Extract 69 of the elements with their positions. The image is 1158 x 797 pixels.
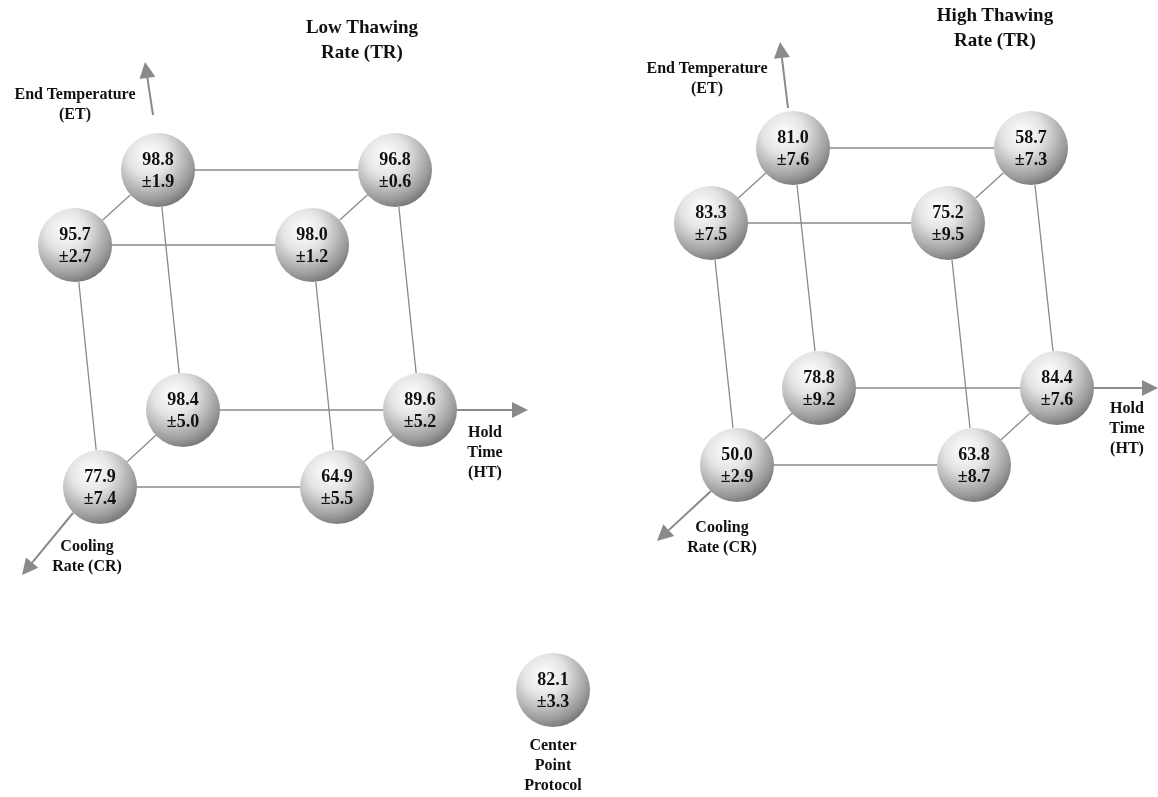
cube-edge-line — [1000, 412, 1031, 441]
deviation-value: ±5.0 — [166, 410, 200, 432]
cube-edge-line — [974, 172, 1005, 199]
axis-label: Cooling Rate (CR) — [686, 517, 758, 557]
mean-value: 98.0 — [296, 223, 328, 245]
deviation-value: ±7.5 — [694, 223, 728, 245]
sphere — [63, 450, 137, 524]
axis-label: Hold Time (HT) — [1108, 398, 1146, 458]
cube-title: Low Thawing Rate (TR) — [304, 15, 420, 64]
deviation-value: ±9.2 — [802, 388, 836, 410]
cube-title: High Thawing Rate (TR) — [935, 3, 1055, 52]
deviation-value: ±8.7 — [957, 465, 991, 487]
mean-value: 75.2 — [932, 201, 964, 223]
deviation-value: ±0.6 — [378, 170, 412, 192]
cube-edge-line — [363, 434, 394, 463]
cube-edge-line — [855, 387, 1021, 389]
deviation-value: ±2.9 — [720, 465, 754, 487]
axis-label: Hold Time (HT) — [466, 422, 504, 482]
cube-edge-line — [219, 409, 384, 411]
cube-edge-line — [796, 184, 816, 352]
mean-value: 83.3 — [695, 201, 727, 223]
deviation-value: ±2.7 — [58, 245, 92, 267]
cube-edge-line — [161, 206, 180, 374]
mean-value: 96.8 — [379, 148, 411, 170]
deviation-value: ±5.5 — [320, 487, 354, 509]
mean-value: 82.1 — [537, 668, 569, 690]
cube-edge-line — [714, 259, 734, 429]
mean-value: 77.9 — [84, 465, 116, 487]
sphere — [700, 428, 774, 502]
mean-value: 63.8 — [958, 443, 990, 465]
cube-edge-line — [194, 169, 359, 171]
axis-label: End Temperature (ET) — [13, 84, 137, 124]
cube-edge-line — [773, 464, 938, 466]
mean-value: 89.6 — [404, 388, 436, 410]
axis-label: End Temperature (ET) — [645, 58, 769, 98]
deviation-value: ±1.2 — [295, 245, 329, 267]
mean-value: 50.0 — [721, 443, 753, 465]
cube-edge-line — [763, 412, 793, 441]
axis-label: Cooling Rate (CR) — [51, 536, 123, 576]
deviation-value: ±7.6 — [776, 148, 810, 170]
cube-edge-line — [111, 244, 276, 246]
cube-edge-line — [1034, 184, 1054, 352]
mean-value: 64.9 — [321, 465, 353, 487]
deviation-value: ±1.9 — [141, 170, 175, 192]
deviation-value: ±7.6 — [1040, 388, 1074, 410]
cube-edge-line — [829, 147, 995, 149]
deviation-value: ±7.4 — [83, 487, 117, 509]
cube-edge-line — [126, 434, 157, 463]
deviation-value: ±3.3 — [536, 690, 570, 712]
mean-value: 95.7 — [59, 223, 91, 245]
cube-edge-line — [737, 172, 767, 199]
cube-edge-line — [101, 194, 132, 221]
mean-value: 84.4 — [1041, 366, 1073, 388]
deviation-value: ±9.5 — [931, 223, 965, 245]
deviation-value: ±5.2 — [403, 410, 437, 432]
mean-value: 81.0 — [777, 126, 809, 148]
mean-value: 58.7 — [1015, 126, 1047, 148]
cube-edge-line — [78, 281, 97, 451]
mean-value: 98.4 — [167, 388, 199, 410]
deviation-value: ±7.3 — [1014, 148, 1048, 170]
caption-text: Center Point Protocol — [523, 735, 583, 795]
mean-value: 78.8 — [803, 366, 835, 388]
cube-edge-line — [136, 486, 301, 488]
cube-edge-line — [747, 222, 912, 224]
cube-edge-line — [315, 281, 334, 451]
cube-edge-line — [338, 194, 369, 221]
cube-edge-line — [398, 206, 417, 374]
mean-value: 98.8 — [142, 148, 174, 170]
cube-edge-line — [951, 259, 971, 429]
